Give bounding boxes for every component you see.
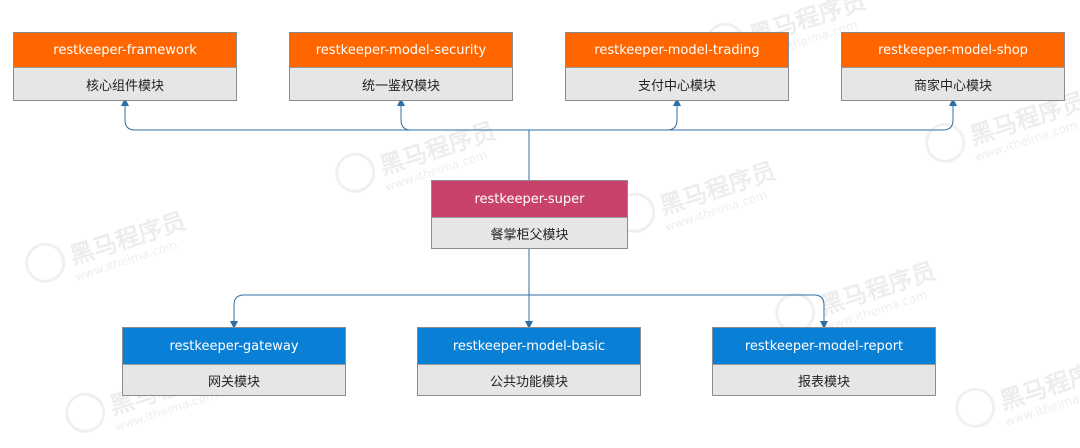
connector-to-gateway	[230, 294, 529, 329]
module-name: restkeeper-model-basic	[418, 328, 640, 364]
module-trading: restkeeper-model-trading 支付中心模块	[565, 32, 789, 101]
connector-lines	[121, 98, 957, 329]
module-name: restkeeper-model-trading	[566, 33, 788, 67]
module-desc: 核心组件模块	[14, 67, 236, 100]
module-report: restkeeper-model-report 报表模块	[712, 327, 936, 396]
connector-to-trading	[529, 98, 681, 131]
module-desc: 网关模块	[123, 364, 345, 395]
module-desc: 商家中心模块	[842, 67, 1064, 100]
module-root: restkeeper-super 餐掌柜父模块	[431, 180, 628, 249]
connector-to-shop	[529, 98, 957, 131]
module-desc: 统一鉴权模块	[290, 67, 512, 100]
module-name: restkeeper-model-security	[290, 33, 512, 67]
module-desc: 报表模块	[713, 364, 935, 395]
module-name: restkeeper-model-shop	[842, 33, 1064, 67]
module-name: restkeeper-gateway	[123, 328, 345, 364]
module-framework: restkeeper-framework 核心组件模块	[13, 32, 237, 101]
module-name: restkeeper-framework	[14, 33, 236, 67]
connector-to-framework	[121, 98, 529, 131]
module-name: restkeeper-model-report	[713, 328, 935, 364]
connector-to-report	[529, 294, 828, 329]
module-desc: 餐掌柜父模块	[432, 217, 627, 248]
module-security: restkeeper-model-security 统一鉴权模块	[289, 32, 513, 101]
module-diagram: 黑马程序员 www.itheima.com 黑马程序员 www.itheima.…	[13, 0, 1080, 439]
module-shop: restkeeper-model-shop 商家中心模块	[841, 32, 1065, 101]
module-gateway: restkeeper-gateway 网关模块	[122, 327, 346, 396]
module-basic: restkeeper-model-basic 公共功能模块	[417, 327, 641, 396]
module-desc: 公共功能模块	[418, 364, 640, 395]
module-desc: 支付中心模块	[566, 67, 788, 100]
connector-to-security	[397, 98, 529, 131]
module-name: restkeeper-super	[432, 181, 627, 217]
